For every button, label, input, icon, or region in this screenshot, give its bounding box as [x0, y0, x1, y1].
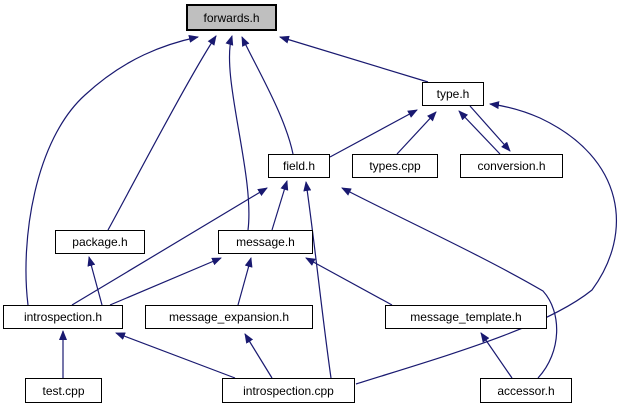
edge-types_cpp-to-type_h	[396, 111, 437, 155]
node-forwards_h[interactable]: forwards.h	[186, 4, 277, 31]
edge-accessor_h-to-message_template_h	[480, 332, 513, 379]
edge-accessor_h-to-field_h	[341, 187, 558, 379]
node-types_cpp[interactable]: types.cpp	[352, 154, 438, 178]
edge-introspection_h-to-forwards_h	[25, 34, 199, 306]
node-label-package_h: package.h	[72, 235, 128, 249]
node-introspection_cpp[interactable]: introspection.cpp	[222, 378, 355, 403]
node-type_h[interactable]: type.h	[422, 82, 484, 106]
node-label-message_h: message.h	[236, 235, 295, 249]
node-test_cpp[interactable]: test.cpp	[25, 378, 102, 403]
edge-conversion_h-to-type_h	[458, 110, 501, 155]
node-label-introspection_h: introspection.h	[23, 310, 103, 324]
node-label-introspection_cpp: introspection.cpp	[243, 383, 334, 398]
node-accessor_h[interactable]: accessor.h	[480, 378, 572, 403]
node-label-types_cpp: types.cpp	[369, 159, 421, 173]
node-label-type_h: type.h	[436, 87, 470, 101]
node-conversion_h[interactable]: conversion.h	[460, 154, 563, 178]
edge-message_h-to-field_h	[271, 180, 289, 231]
node-label-conversion_h: conversion.h	[477, 159, 546, 173]
edge-message_expansion_h-to-message_h	[237, 257, 253, 306]
edge-message_h-to-forwards_h	[225, 35, 250, 231]
node-label-accessor_h: accessor.h	[497, 383, 555, 398]
node-label-field_h: field.h	[282, 159, 316, 173]
node-message_template_h[interactable]: message_template.h	[385, 305, 547, 329]
edge-introspection_cpp-to-field_h	[303, 181, 332, 379]
edge-introspection_h-to-field_h	[71, 187, 268, 306]
node-label-test_cpp: test.cpp	[42, 383, 85, 398]
node-label-forwards_h: forwards.h	[203, 10, 260, 25]
node-message_h[interactable]: message.h	[218, 230, 313, 254]
edge-field_h-to-forwards_h	[241, 36, 294, 155]
node-label-message_template_h: message_template.h	[410, 310, 522, 324]
node-label-message_expansion_h: message_expansion.h	[168, 310, 290, 324]
edge-message_template_h-to-message_h	[305, 257, 393, 306]
edge-introspection_cpp-to-message_expansion_h	[244, 333, 273, 379]
edge-type_h-to-conversion_h	[469, 105, 511, 152]
node-package_h[interactable]: package.h	[55, 230, 145, 254]
edge-introspection_h-to-message_h	[109, 257, 222, 306]
edge-package_h-to-forwards_h	[107, 35, 217, 231]
node-introspection_h[interactable]: introspection.h	[3, 305, 123, 329]
edge-introspection_h-to-package_h	[87, 256, 103, 306]
edge-type_h-to-forwards_h	[279, 35, 429, 83]
node-message_expansion_h[interactable]: message_expansion.h	[145, 305, 313, 329]
edge-introspection_cpp-to-type_h	[355, 101, 618, 385]
edge-field_h-to-type_h	[329, 109, 418, 158]
node-field_h[interactable]: field.h	[268, 154, 330, 178]
edge-introspection_cpp-to-introspection_h	[115, 332, 236, 379]
